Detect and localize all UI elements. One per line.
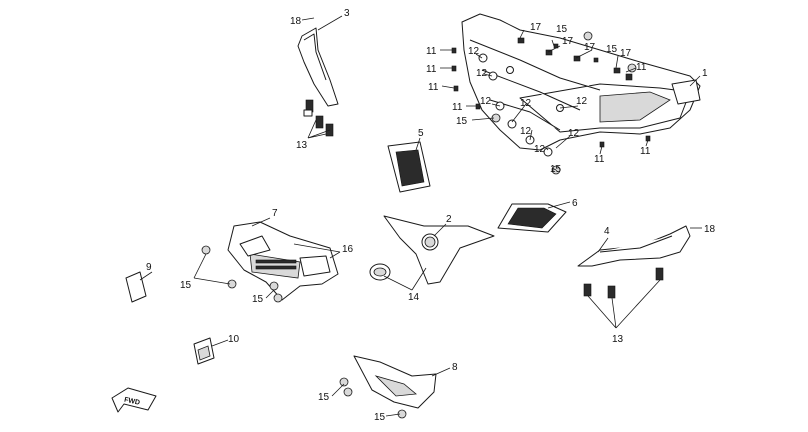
callout-15-e: 15 [456,116,468,127]
callout-12-e: 12 [520,126,532,137]
callout-13-right: 13 [612,334,624,345]
callout-18-top: 18 [290,16,302,27]
callout-12-g: 12 [568,128,580,139]
callout-15-c: 15 [318,392,330,403]
headlight-panel [227,221,339,301]
center-nose-piece [383,215,495,285]
callout-15-f: 15 [550,164,562,175]
callout-18-right: 18 [704,224,716,235]
small-bracket-9 [125,271,147,303]
callout-11-c: 11 [428,82,439,93]
callout-12-h: 12 [576,96,588,107]
callout-17-d: 17 [620,48,632,59]
callout-12-c: 12 [480,96,492,107]
callout-11-g: 11 [636,62,647,73]
callout-12-d: 12 [520,98,532,109]
callout-2: 2 [446,214,452,225]
leader-lines [139,15,702,417]
small-bracket-10 [193,337,215,365]
callout-16: 16 [342,244,354,255]
round-cap [369,263,391,281]
clip-fasteners-top [451,37,651,148]
callout-17-a: 17 [530,22,542,33]
callout-11-d: 11 [452,102,463,113]
callout-3: 3 [344,8,350,19]
callout-10: 10 [228,334,240,345]
front-frame-assembly [461,13,701,157]
callout-9: 9 [146,262,152,273]
side-trim-right [577,225,691,299]
callout-15-a: 15 [180,280,192,291]
callout-11-a: 11 [426,46,437,57]
callout-15-h: 15 [606,44,618,55]
callout-labels: 1 3 18 13 5 6 2 14 4 18 13 7 16 15 15 9 … [146,8,716,423]
callout-15-g: 15 [556,24,568,35]
callout-6: 6 [572,198,578,209]
callout-17-b: 17 [562,36,574,47]
callout-5: 5 [418,128,424,139]
grille-insert-right [497,203,567,233]
callout-7: 7 [272,208,278,219]
callout-15-b: 15 [252,294,264,305]
callout-4: 4 [604,226,610,237]
lower-skid-panel [353,355,437,409]
callout-1: 1 [702,68,708,79]
side-trim-left [297,27,339,137]
callout-11-f: 11 [640,146,651,157]
callout-12-b: 12 [476,68,488,79]
callout-17-c: 17 [584,42,596,53]
callout-8: 8 [452,362,458,373]
callout-13-left: 13 [296,140,308,151]
grille-insert-left [387,141,431,193]
callout-14: 14 [408,292,420,303]
forward-direction-arrow: FWD [111,387,157,413]
fwd-label: FWD [123,397,140,407]
callout-12-a: 12 [468,46,480,57]
callout-15-d: 15 [374,412,386,423]
callout-11-b: 11 [426,64,437,75]
callout-12-f: 12 [534,144,546,155]
callout-11-e: 11 [594,154,605,165]
